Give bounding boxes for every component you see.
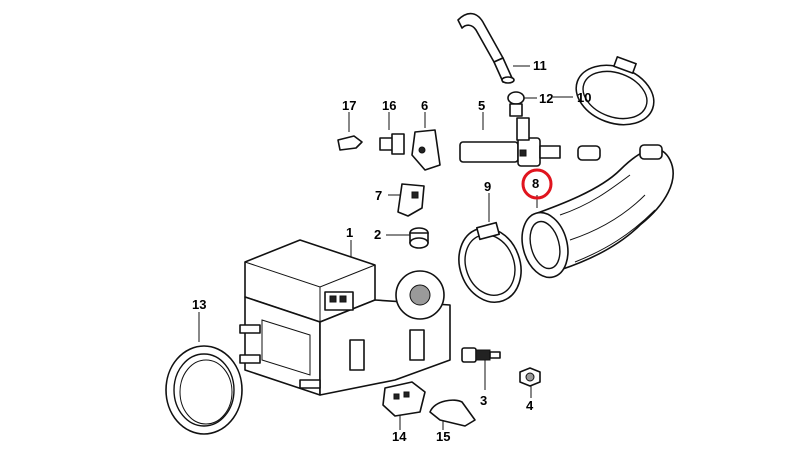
label-5: 5 <box>478 98 486 113</box>
temp-sensor-part <box>461 347 501 363</box>
hose-part <box>457 12 515 84</box>
intake-boot-part <box>521 144 674 279</box>
hose-clamp-part <box>575 56 655 126</box>
air-flow-meter-part <box>239 239 451 396</box>
cap-part <box>337 135 363 151</box>
nut-part <box>519 367 541 387</box>
label-15: 15 <box>436 429 451 444</box>
fitting-part <box>507 91 525 117</box>
label-3: 3 <box>480 393 488 408</box>
label-17: 17 <box>342 98 357 113</box>
leader-lines <box>198 65 573 430</box>
small-cap-part <box>409 227 429 249</box>
sensor-part <box>379 133 405 155</box>
label-1: 1 <box>346 225 354 240</box>
label-14: 14 <box>392 429 407 444</box>
label-4: 4 <box>526 398 534 413</box>
connector-part <box>382 381 426 417</box>
highlight-circle <box>521 168 553 200</box>
bracket-part <box>411 129 441 171</box>
label-6: 6 <box>421 98 429 113</box>
label-16: 16 <box>382 98 397 113</box>
rubber-boot-part <box>429 399 476 427</box>
label-7: 7 <box>375 188 383 203</box>
label-9: 9 <box>484 179 492 194</box>
label-13: 13 <box>192 297 207 312</box>
label-11: 11 <box>533 58 547 73</box>
label-8: 8 <box>532 176 540 191</box>
clamp-part <box>458 221 522 303</box>
label-10: 10 <box>577 90 592 105</box>
valve-part <box>459 117 561 167</box>
ring-part <box>165 345 243 435</box>
label-2: 2 <box>374 227 382 242</box>
label-12: 12 <box>539 91 554 106</box>
small-bracket-part <box>397 183 425 217</box>
